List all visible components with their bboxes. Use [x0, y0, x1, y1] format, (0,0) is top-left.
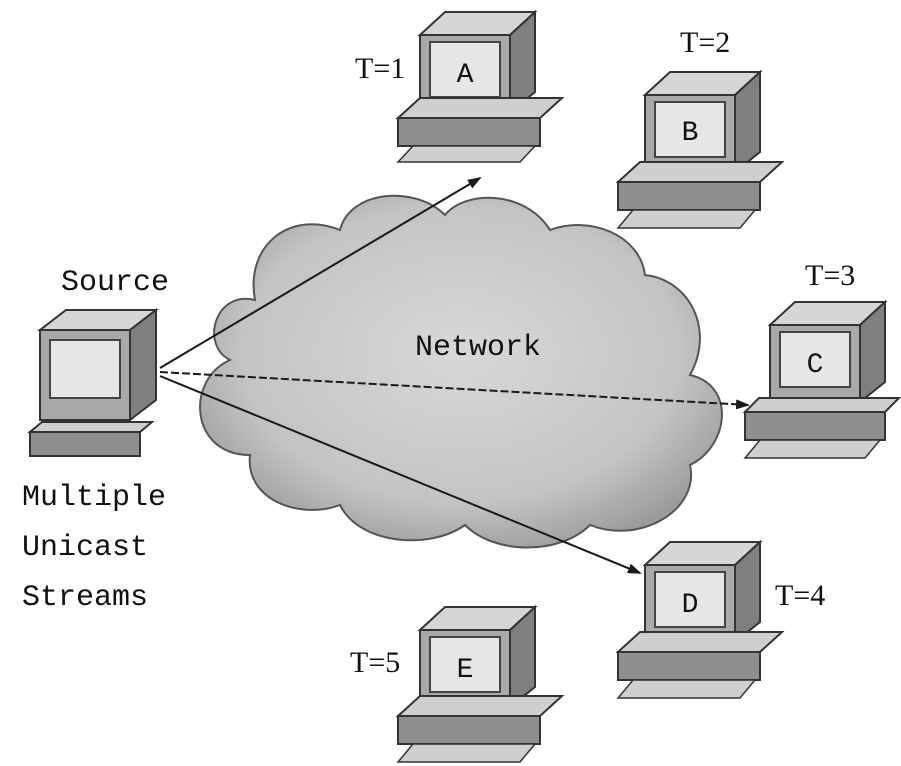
source-caption-line-1: Multiple [22, 481, 166, 515]
receiver-e-time-label: T=5 [350, 646, 400, 679]
stream-arrow-c [159, 371, 750, 410]
receiver-c: T=3 C [742, 259, 901, 459]
network-cloud: Network [199, 194, 723, 549]
unicast-streams [159, 176, 750, 574]
receiver-d-time-label: T=4 [775, 579, 825, 612]
receiver-b: T=2 B [615, 26, 785, 229]
source-computer: Source Multiple Unicast Streams [22, 266, 169, 615]
receiver-d-id: D [682, 590, 699, 621]
receiver-b-id: B [682, 118, 699, 149]
receiver-b-computer-icon [615, 69, 785, 229]
receiver-c-id: C [807, 350, 824, 381]
source-caption-line-3: Streams [22, 581, 148, 615]
receiver-a-id: A [457, 60, 474, 91]
source-label: Source [61, 266, 169, 300]
receiver-a-computer-icon [395, 9, 565, 163]
receiver-c-computer-icon [742, 299, 901, 459]
receiver-d: T=4 D [615, 539, 825, 699]
receiver-a: T=1 A [355, 9, 565, 163]
receiver-b-time-label: T=2 [680, 26, 730, 59]
receiver-e-id: E [457, 655, 474, 686]
source-caption-line-2: Unicast [22, 531, 148, 565]
stream-arrow-a [159, 176, 482, 369]
source-computer-icon [27, 307, 159, 457]
stream-arrow-d [159, 375, 642, 574]
receiver-e-computer-icon [395, 604, 565, 763]
receiver-a-time-label: T=1 [355, 52, 405, 85]
receiver-e: T=5 E [350, 604, 565, 763]
receiver-d-computer-icon [615, 539, 785, 699]
receiver-c-time-label: T=3 [805, 259, 855, 292]
network-label: Network [415, 331, 541, 365]
